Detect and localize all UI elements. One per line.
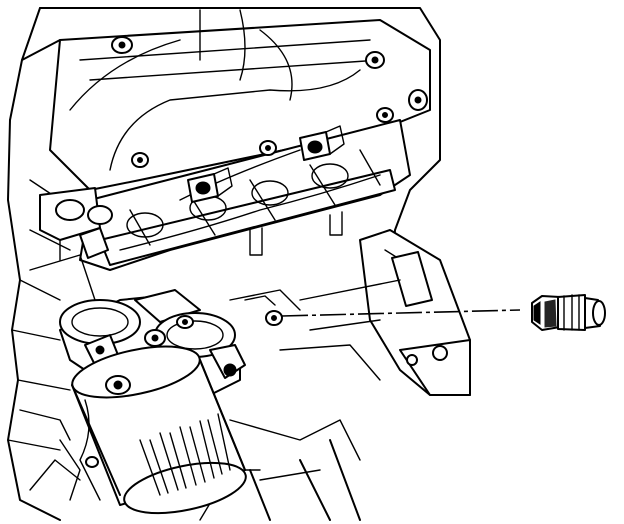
- injector-1: [187, 167, 233, 203]
- plenum-bolt-far-right: [408, 89, 428, 111]
- manifold-bolt-mid: [259, 140, 277, 156]
- plenum-bolt-left: [111, 36, 133, 54]
- leader-line: [281, 309, 521, 317]
- sensor-port: [244, 295, 283, 326]
- oil-pressure-sensor: [531, 294, 606, 331]
- plenum-bolt-right: [365, 51, 385, 69]
- coolant-outlet: [29, 187, 113, 301]
- lower-block-detail: [19, 409, 99, 491]
- manifold-bolt-left: [131, 152, 149, 168]
- injector-2: [299, 125, 345, 161]
- manifold-bolt-right: [376, 107, 394, 123]
- oil-filter: [59, 345, 247, 515]
- intake-plenum: [49, 9, 431, 191]
- exhaust-manifold: [79, 119, 411, 271]
